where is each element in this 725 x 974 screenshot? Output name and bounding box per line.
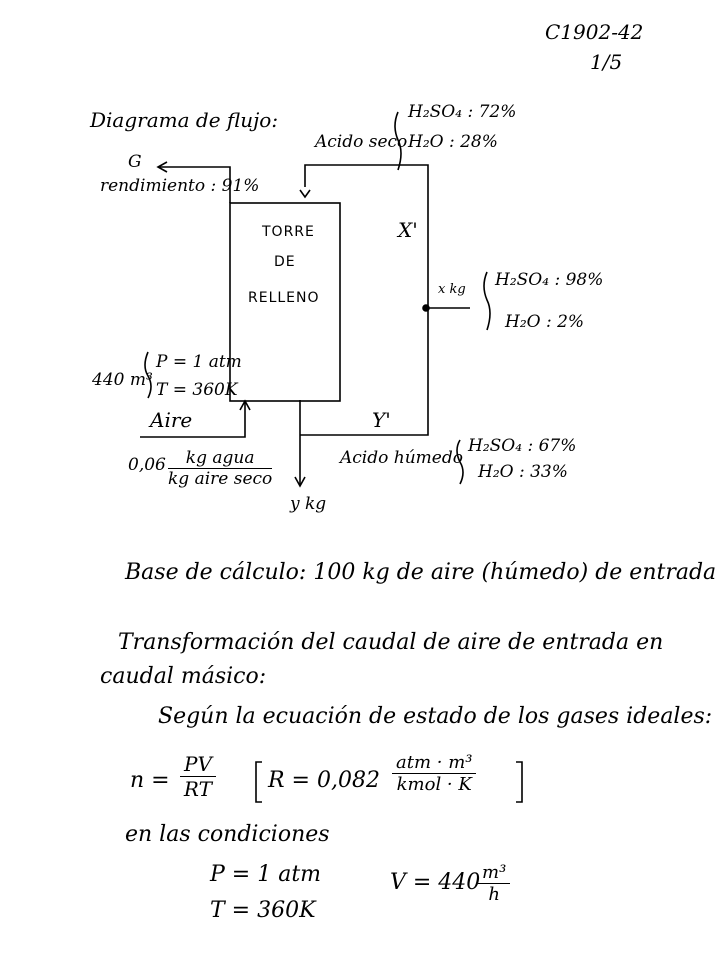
bracket-right [516,761,523,803]
brace [144,351,152,399]
air-in-arrow [239,399,251,411]
document-code: C1902-42 [545,20,644,44]
equation-lhs: n = [130,768,170,793]
brace [483,271,491,331]
air-volume: 440 m³ [92,370,153,390]
tower-label-3: RELLENO [248,290,320,306]
y-out-label: y kg [290,494,327,514]
wet-acid-h2so4: H₂SO₄ : 67% [468,436,577,456]
brace [456,439,464,485]
air-label: Aire [150,408,193,432]
condition-temperature: T = 360K [210,898,316,923]
yield-label: rendimiento : 91% [100,176,260,196]
acid-loop-line [300,164,429,436]
diagram-title: Diagrama de flujo: [90,108,279,132]
transform-line-2: caudal másico: [100,664,267,689]
wet-acid-h2o: H₂O : 33% [478,462,568,482]
gas-out-arrow [156,161,168,173]
condition-pressure: P = 1 atm [210,862,322,887]
feed-h2o: H₂O : 2% [505,312,585,332]
volume-lhs: V = 440 [390,870,481,895]
gas-out-label: G [128,152,142,172]
feed-h2so4: H₂SO₄ : 98% [495,270,604,290]
humidity-value: 0,06 [128,455,166,475]
air-temperature: T = 360K [156,380,238,400]
calculation-basis: Base de cálculo: 100 kg de aire (húmedo)… [125,560,717,585]
x-prime-label: X' [398,218,418,242]
feed-label: x kg [438,282,466,297]
conditions-label: en las condiciones [125,822,330,847]
brace [394,111,402,171]
tower-box [229,202,341,402]
air-in-line [140,402,246,438]
tower-label-2: DE [274,254,296,270]
transform-line-1: Transformación del caudal de aire de ent… [118,630,664,655]
air-pressure: P = 1 atm [156,352,242,372]
y-out-arrow [294,476,306,488]
wet-acid-label: Acido húmedo [340,448,463,468]
r-constant: R = 0,082 [268,768,380,793]
gas-out-line [158,166,231,203]
y-prime-label: Y' [372,408,391,432]
tower-label-1: TORRE [262,224,315,240]
dry-acid-h2so4: H₂SO₄ : 72% [408,102,517,122]
dry-acid-h2o: H₂O : 28% [408,132,498,152]
bracket-left [255,761,262,803]
ideal-gas-line: Según la ecuación de estado de los gases… [158,704,713,729]
page-number: 1/5 [590,50,623,74]
acid-in-arrow [299,189,311,199]
dry-acid-label: Acido seco [315,132,408,152]
